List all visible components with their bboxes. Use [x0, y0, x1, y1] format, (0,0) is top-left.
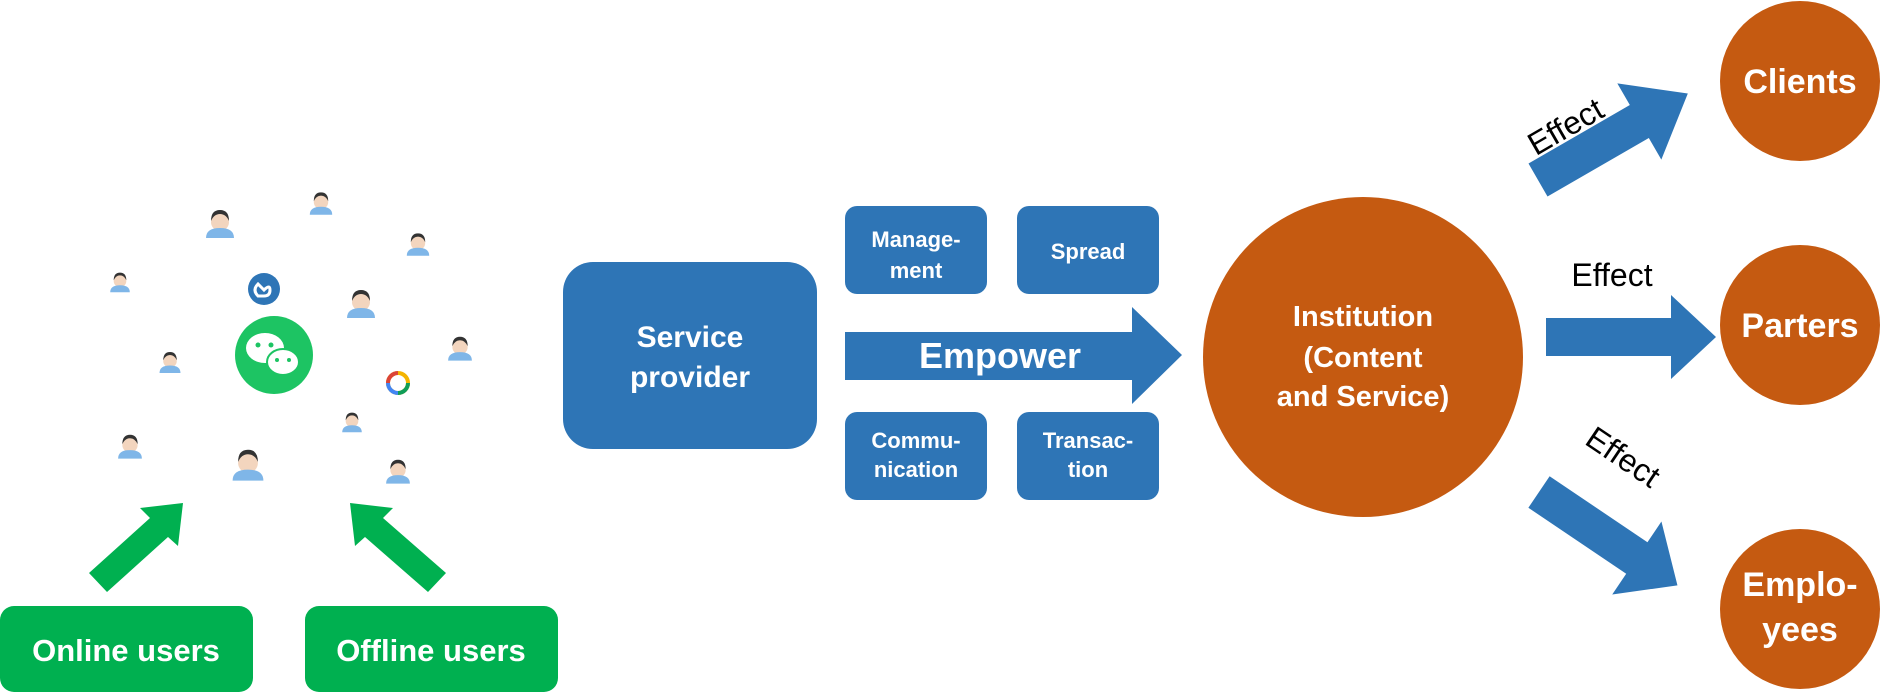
institution-line2: (Content: [1303, 342, 1423, 374]
person-avatar-icon: [110, 272, 130, 293]
mini-program-icon: [248, 273, 280, 305]
communication-line1: Commu-: [871, 428, 960, 453]
employees-circle: Emplo- yees: [1720, 529, 1880, 689]
online-users-label: Online users: [32, 633, 220, 668]
online-users-arrow: [89, 503, 183, 592]
person-avatar-icon: [232, 449, 264, 481]
management-line2: ment: [890, 258, 943, 283]
communication-line2: nication: [874, 457, 958, 482]
offline-users-box: Offline users: [305, 606, 558, 692]
management-box: Manage- ment: [845, 206, 987, 294]
service-provider-line1: Service: [637, 321, 744, 354]
transaction-box: Transac- tion: [1017, 412, 1159, 500]
clients-circle: Clients: [1720, 1, 1880, 161]
person-avatar-icon: [347, 290, 375, 318]
effect-label-employees: Effect: [1579, 419, 1667, 494]
employees-line1: Emplo-: [1742, 566, 1857, 604]
offline-users-label: Offline users: [336, 633, 526, 668]
person-avatar-icon: [206, 210, 234, 238]
person-avatar-icon: [342, 412, 362, 433]
person-avatar-icon: [309, 192, 333, 215]
effect-label-parters: Effect: [1571, 257, 1652, 293]
empower-label: Empower: [919, 335, 1081, 376]
spread-box: Spread: [1017, 206, 1159, 294]
spread-label: Spread: [1051, 239, 1126, 264]
person-avatar-icon: [448, 336, 472, 361]
person-avatar-icon: [406, 233, 430, 256]
person-avatar-icon: [159, 352, 181, 373]
clients-label: Clients: [1743, 63, 1856, 101]
service-provider-line2: provider: [630, 361, 750, 394]
institution-line3: and Service): [1277, 381, 1449, 413]
users-cloud: [110, 192, 472, 484]
person-avatar-icon: [118, 434, 142, 459]
service-provider-box: Service provider: [563, 262, 817, 449]
institution-circle: Institution (Content and Service): [1203, 197, 1523, 517]
management-line1: Manage-: [871, 227, 960, 252]
pinwheel-icon: [386, 371, 410, 395]
institution-line1: Institution: [1293, 301, 1433, 333]
transaction-line1: Transac-: [1043, 428, 1134, 453]
parters-circle: Parters: [1720, 245, 1880, 405]
empower-arrow: Empower: [845, 307, 1182, 404]
communication-box: Commu- nication: [845, 412, 987, 500]
transaction-line2: tion: [1068, 457, 1108, 482]
effect-arrow-parters: [1546, 295, 1716, 379]
employees-line2: yees: [1762, 611, 1838, 649]
person-avatar-icon: [386, 459, 410, 484]
offline-users-arrow: [350, 503, 446, 592]
online-users-box: Online users: [0, 606, 253, 692]
effect-arrow-clients: [1528, 83, 1688, 197]
wechat-icon: [235, 316, 313, 394]
parters-label: Parters: [1741, 307, 1858, 345]
effect-arrow-employees: [1528, 476, 1678, 595]
